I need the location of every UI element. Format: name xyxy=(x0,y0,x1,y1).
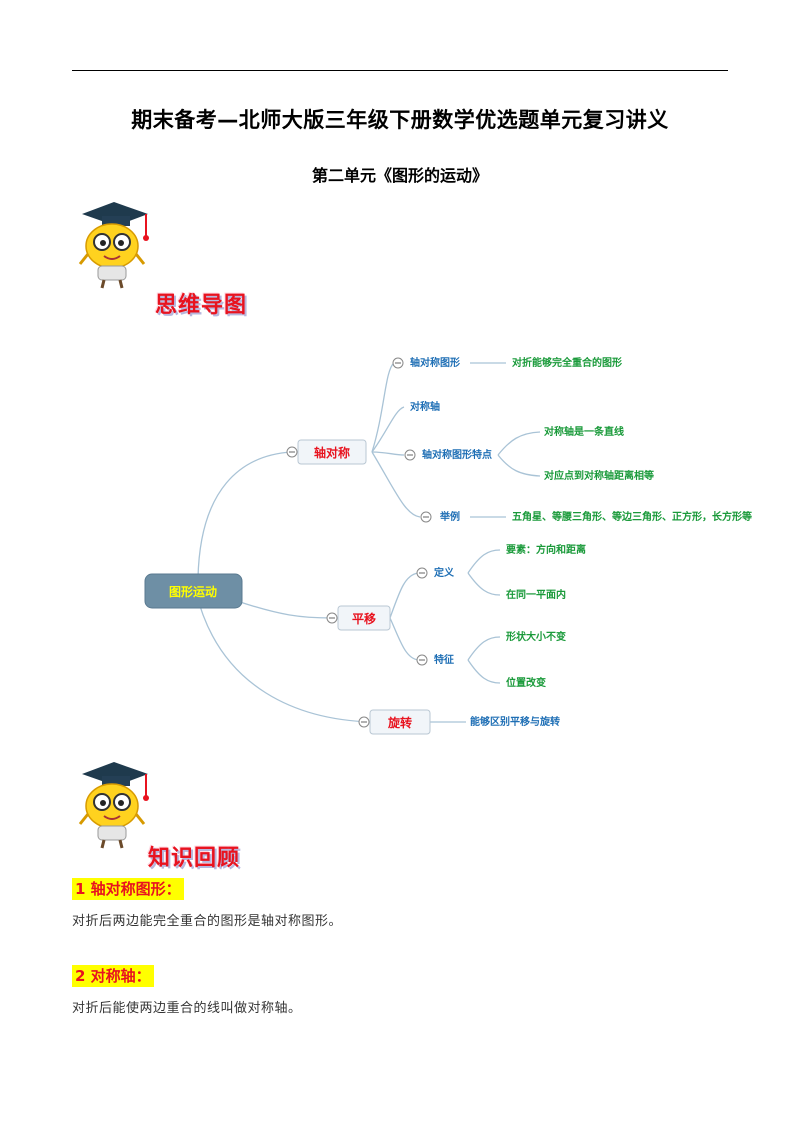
graduate-mascot-icon xyxy=(78,202,149,289)
branch-translation: 平移 xyxy=(352,611,376,626)
node-characteristics: 特征 xyxy=(434,653,454,666)
knowledge-heading-1: 1 轴对称图形： xyxy=(72,878,184,900)
knowledge-text-2: 对折后能使两边重合的线叫做对称轴。 xyxy=(72,1001,302,1016)
leaf-direction-distance: 要素：方向和距离 xyxy=(506,543,586,556)
mindmap-heading: 思维导图 xyxy=(155,293,248,318)
root-node: 图形运动 xyxy=(169,585,217,599)
node-definition: 定义 xyxy=(434,566,455,579)
header-rule xyxy=(72,70,728,71)
leaf-shape-unchanged: 形状大小不变 xyxy=(506,630,566,643)
leaf-equal-distance: 对应点到对称轴距离相等 xyxy=(544,469,654,482)
node-examples: 举例 xyxy=(439,510,460,523)
document-subtitle: 第二单元《图形的运动》 xyxy=(311,166,488,185)
review-heading: 知识回顾 xyxy=(148,846,241,871)
node-axisym-figure: 轴对称图形 xyxy=(410,356,460,369)
node-features: 轴对称图形特点 xyxy=(422,448,492,461)
leaf-same-plane: 在同一平面内 xyxy=(506,588,566,601)
branch-rotation: 旋转 xyxy=(387,715,412,730)
branch-axial-symmetry: 轴对称 xyxy=(314,445,350,460)
leaf-example-shapes: 五角星、等腰三角形、等边三角形、正方形，长方形等 xyxy=(512,510,752,523)
knowledge-heading-2: 2 对称轴： xyxy=(72,965,154,987)
leaf-rotation: 能够区别平移与旋转 xyxy=(470,715,560,728)
leaf-fold-overlap: 对折能够完全重合的图形 xyxy=(512,356,622,369)
mind-map: 图形运动 轴对称 平移 旋转 轴对称图形 对称轴 轴对称图形特点 举例 定义 特… xyxy=(144,356,752,735)
leaf-position-changed: 位置改变 xyxy=(506,676,546,689)
node-axis: 对称轴 xyxy=(410,400,440,413)
knowledge-text-1: 对折后两边能完全重合的图形是轴对称图形。 xyxy=(72,914,343,929)
graduate-mascot-icon xyxy=(78,762,149,849)
leaf-axis-line: 对称轴是一条直线 xyxy=(544,425,624,438)
document-title: 期末备考—北师大版三年级下册数学优选题单元复习讲义 xyxy=(131,108,669,132)
